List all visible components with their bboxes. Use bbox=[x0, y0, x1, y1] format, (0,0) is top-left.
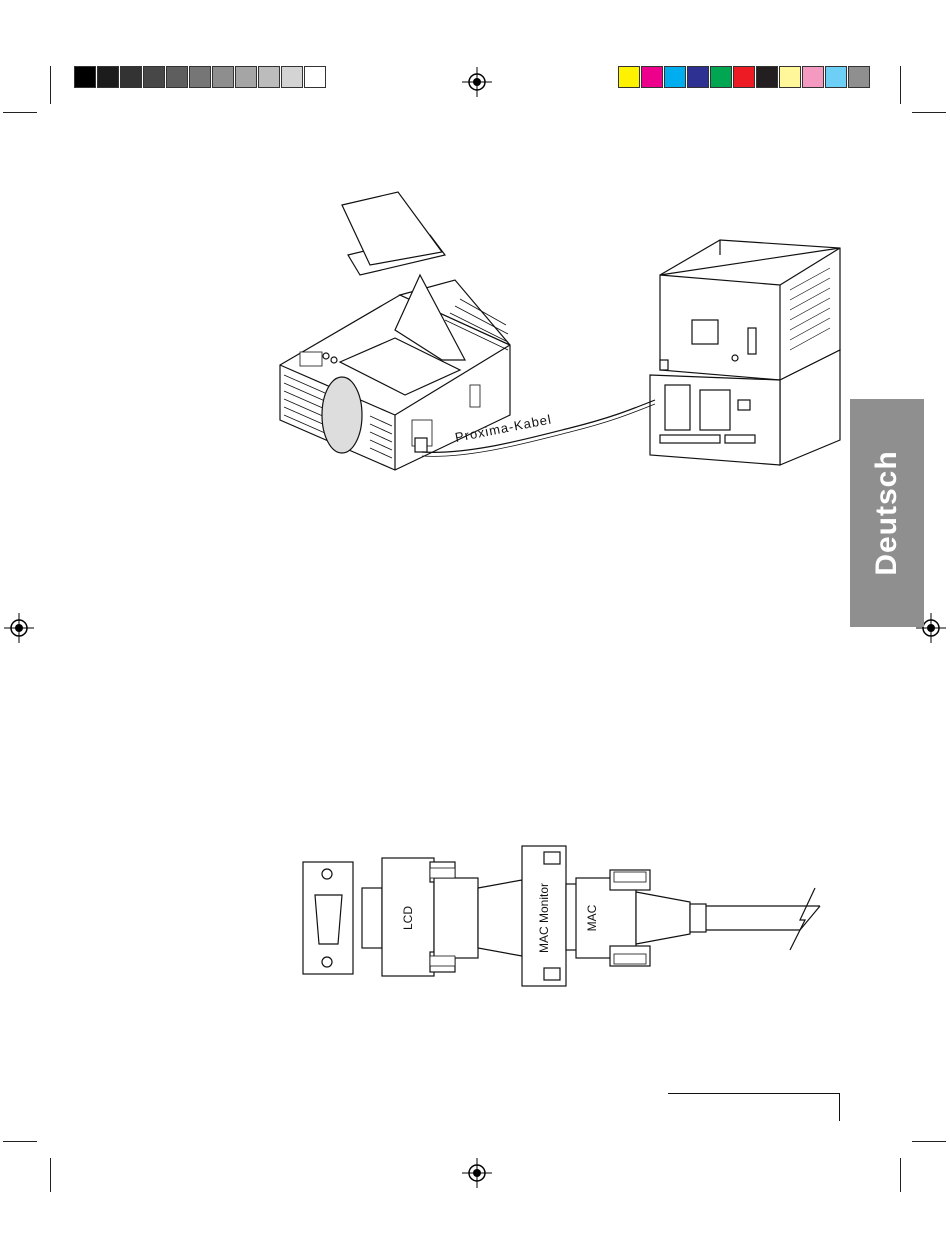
gray-swatch bbox=[212, 66, 234, 88]
gray-swatch bbox=[304, 66, 326, 88]
crop-mark-top-left-v bbox=[50, 66, 51, 104]
gray-swatch bbox=[120, 66, 142, 88]
registration-mark-icon bbox=[4, 613, 34, 643]
crop-mark-top-left-h bbox=[3, 112, 37, 113]
gray-swatch bbox=[166, 66, 188, 88]
gray-swatch bbox=[235, 66, 257, 88]
color-swatch bbox=[687, 66, 709, 88]
mac-connector bbox=[576, 870, 820, 966]
color-swatch bbox=[664, 66, 686, 88]
mac-monitor-label: MAC Monitor bbox=[537, 883, 551, 953]
footer-rule bbox=[668, 1093, 840, 1094]
gray-swatch bbox=[189, 66, 211, 88]
crop-mark-top-right-v bbox=[900, 66, 901, 104]
color-swatch bbox=[825, 66, 847, 88]
vga-port bbox=[303, 862, 353, 974]
gray-swatch bbox=[258, 66, 280, 88]
language-tab: Deutsch bbox=[850, 399, 924, 627]
adapter-illustration: LCD MAC Monitor MAC bbox=[300, 840, 840, 1000]
color-swatch bbox=[618, 66, 640, 88]
grayscale-bar bbox=[74, 66, 327, 88]
crop-mark-bottom-left-h bbox=[3, 1141, 37, 1142]
gray-swatch bbox=[74, 66, 96, 88]
crop-mark-bottom-left-v bbox=[50, 1158, 51, 1192]
language-tab-label: Deutsch bbox=[870, 450, 904, 575]
registration-mark-icon bbox=[462, 67, 492, 97]
crop-mark-top-right-h bbox=[912, 112, 946, 113]
mac-label: MAC bbox=[585, 904, 599, 931]
computer bbox=[650, 240, 840, 465]
gray-swatch bbox=[97, 66, 119, 88]
lcd-label: LCD bbox=[401, 906, 415, 930]
color-swatch bbox=[756, 66, 778, 88]
color-swatch bbox=[779, 66, 801, 88]
color-bar bbox=[618, 66, 871, 88]
gray-swatch bbox=[143, 66, 165, 88]
registration-mark-icon bbox=[462, 1158, 492, 1188]
color-swatch bbox=[848, 66, 870, 88]
footer-rule-tick bbox=[839, 1093, 840, 1121]
crop-mark-bottom-right-v bbox=[900, 1158, 901, 1192]
color-swatch bbox=[641, 66, 663, 88]
color-swatch bbox=[802, 66, 824, 88]
color-swatch bbox=[733, 66, 755, 88]
crop-mark-bottom-right-h bbox=[912, 1141, 946, 1142]
gray-swatch bbox=[281, 66, 303, 88]
color-swatch bbox=[710, 66, 732, 88]
projector-connection-illustration: Proxima-Kabel bbox=[270, 180, 850, 480]
